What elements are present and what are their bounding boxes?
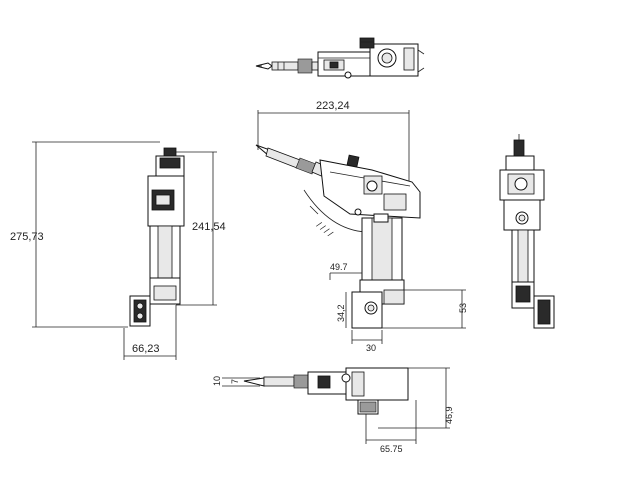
dim-left-bottom: 66,23 — [132, 343, 160, 355]
dim-top-width: 223,24 — [316, 100, 350, 112]
dim-49: 49.7 — [330, 262, 348, 272]
dim-inner-height: 241,54 — [192, 221, 226, 233]
dim-53: 53 — [458, 303, 468, 313]
rear-view — [499, 134, 555, 329]
top-view — [255, 37, 425, 79]
dim-bottom-10: 10 — [212, 376, 222, 386]
bottom-view: 10 7 46,9 65.75 — [212, 367, 454, 454]
arc-marks: / / / / — [315, 220, 335, 239]
dim-bottom-65: 65.75 — [380, 444, 403, 454]
dim-34: 34,2 — [336, 304, 346, 322]
dim-bottom-7: 7 — [230, 379, 240, 384]
dim-30: 30 — [366, 343, 376, 353]
dim-left-height: 275,73 — [10, 231, 44, 243]
side-view: 223,24 / / / / 49.7 53 — [255, 100, 468, 353]
dim-bottom-46: 46,9 — [444, 406, 454, 424]
front-view: 275,73 241,54 66,23 — [10, 141, 226, 360]
